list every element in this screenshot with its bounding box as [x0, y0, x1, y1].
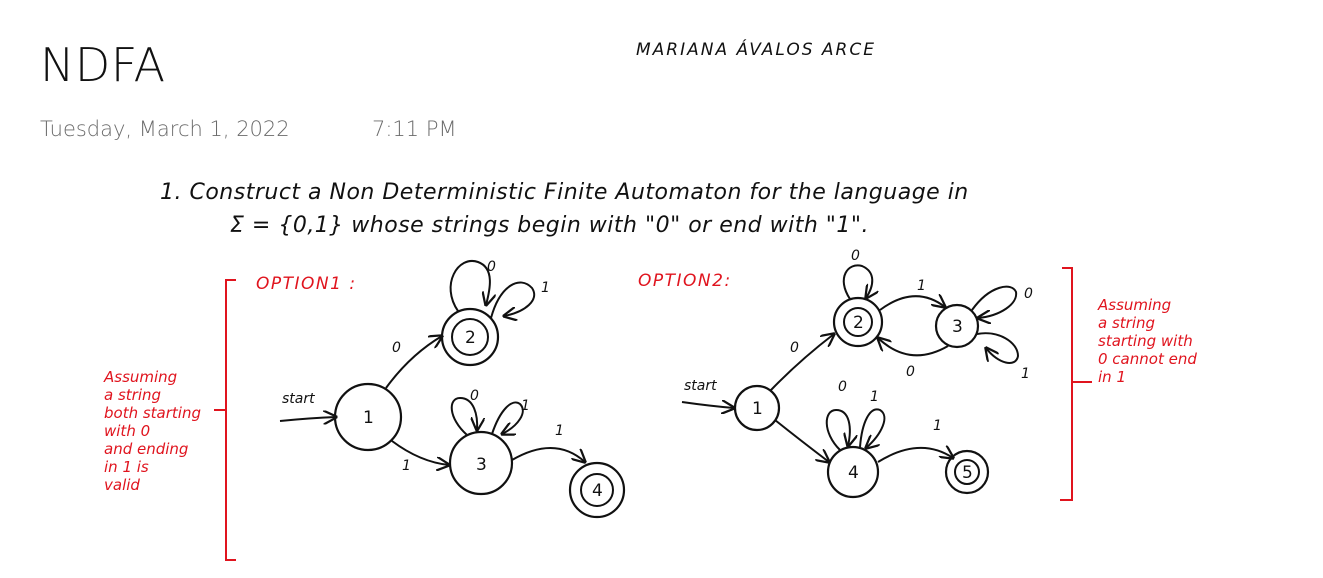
option1-state-3-label: 3 — [476, 455, 487, 475]
option2-state-5-inner — [954, 459, 980, 485]
option2-edge-2-3 — [879, 296, 945, 311]
option2-automaton: start 1 2 3 4 5 0 0 1 0 0 — [681, 248, 1033, 499]
option1-loop-2-0-label: 0 — [487, 259, 496, 275]
option2-state-3-label: 3 — [952, 317, 963, 337]
option2-note: Assuming a string starting with 0 cannot… — [1098, 296, 1197, 386]
option2-loop-4-1 — [859, 408, 886, 448]
option2-state-2-inner — [843, 307, 873, 337]
option1-state-1-label: 1 — [363, 408, 374, 428]
option1-loop-3-0-label: 0 — [470, 388, 479, 404]
option2-label: OPTION2: — [638, 271, 732, 291]
option1-loop-2-0 — [449, 259, 490, 312]
option2-edge-1-4 — [774, 419, 829, 462]
option1-bracket — [225, 279, 236, 561]
option1-note: Assuming a string both starting with 0 a… — [104, 368, 201, 494]
option2-edge-2-3-label: 1 — [917, 278, 926, 294]
option2-loop-3-1 — [976, 332, 1020, 364]
option2-loop-2-0-label: 0 — [851, 248, 860, 264]
option2-bracket — [1060, 267, 1073, 501]
option2-edge-4-5 — [877, 448, 953, 463]
option1-loop-3-1-label: 1 — [521, 398, 530, 414]
option1-loop-2-1 — [490, 281, 535, 318]
option2-state-3 — [934, 303, 980, 349]
option2-state-4-label: 4 — [848, 463, 859, 483]
option2-start-label: start — [684, 378, 717, 394]
option1-edge-1-2-label: 0 — [392, 340, 401, 356]
option1-state-4-label: 4 — [592, 481, 603, 501]
option2-loop-4-0-label: 0 — [838, 379, 847, 395]
option2-edge-4-5-label: 1 — [933, 418, 942, 434]
option1-loop-3-0 — [450, 396, 477, 436]
option2-loop-2-0 — [842, 264, 873, 299]
page-title: NDFA — [40, 38, 166, 92]
option2-edge-1-2-label: 0 — [790, 340, 799, 356]
option2-state-2-label: 2 — [853, 313, 864, 333]
option2-loop-3-0-label: 0 — [1024, 286, 1033, 302]
option1-start-arrow — [279, 417, 336, 421]
option1-edge-1-3 — [391, 440, 449, 465]
option2-state-1-label: 1 — [752, 399, 763, 419]
option2-loop-3-1-label: 1 — [1021, 366, 1030, 382]
option2-state-5 — [944, 449, 990, 495]
question-line-2: Σ = {0,1} whose strings begin with "0" o… — [230, 213, 870, 238]
option1-edge-3-4 — [511, 447, 585, 462]
option1-edge-1-2 — [385, 336, 442, 389]
question-line-1: 1. Construct a Non Deterministic Finite … — [160, 180, 969, 205]
option2-edge-1-2 — [770, 334, 834, 391]
option1-label: OPTION1 : — [256, 274, 357, 294]
option1-state-4 — [568, 461, 626, 519]
option2-edge-3-2-label: 0 — [906, 364, 915, 380]
author-name: MARIANA ÁVALOS ARCE — [636, 40, 876, 60]
option2-loop-3-0 — [971, 285, 1018, 318]
option2-state-1 — [733, 384, 781, 432]
option2-loop-4-0 — [825, 408, 850, 451]
option1-loop-2-1-label: 1 — [541, 280, 550, 296]
option1-state-2-label: 2 — [465, 328, 476, 348]
option1-edge-3-4-label: 1 — [555, 423, 564, 439]
option1-state-2-inner — [451, 318, 489, 356]
option2-loop-4-1-label: 1 — [870, 389, 879, 405]
option1-state-4-inner — [580, 473, 614, 507]
option1-state-1 — [333, 382, 403, 452]
option2-start-arrow — [681, 402, 734, 408]
option2-edge-3-2 — [878, 338, 949, 357]
option1-edge-1-3-label: 1 — [402, 458, 411, 474]
option2-state-2 — [832, 296, 884, 348]
page-date: Tuesday, March 1, 2022 — [40, 117, 290, 141]
option1-automaton: start 1 2 3 4 0 1 0 1 0 1 1 — [279, 259, 626, 519]
option1-start-label: start — [282, 391, 315, 407]
option1-loop-3-1 — [491, 401, 524, 434]
page-time: 7:11 PM — [372, 117, 457, 141]
option2-state-5-label: 5 — [962, 463, 973, 483]
